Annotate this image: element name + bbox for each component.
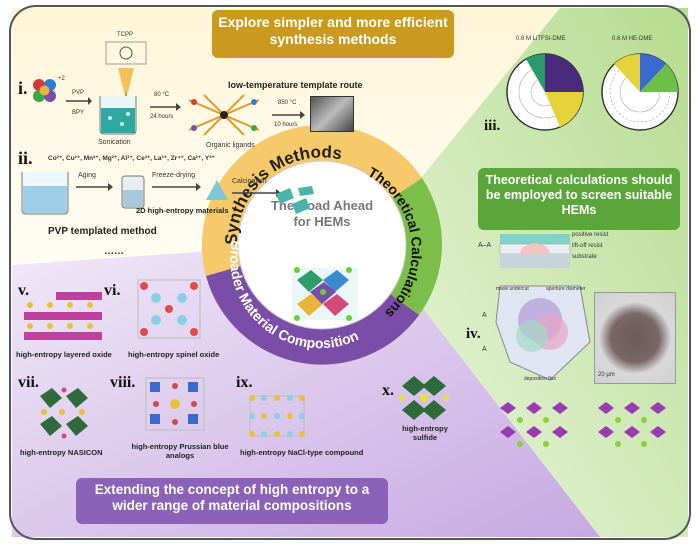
- bpy-label: BPY: [72, 110, 85, 116]
- label-vi: vi.: [104, 282, 121, 299]
- label-v: v.: [18, 282, 30, 299]
- polar-plot-litfsi: [506, 53, 584, 131]
- a1-label: A: [482, 312, 487, 319]
- temp1-label: 80 °C: [154, 92, 170, 98]
- time2-label: 10 hours: [274, 122, 298, 128]
- spinel-oxide-structure: [137, 279, 201, 339]
- route-label: low-temperature template route: [228, 80, 363, 90]
- a2-label: A: [482, 346, 487, 353]
- aging-label: Aging: [78, 172, 96, 179]
- tcpp-label: TCPP: [117, 32, 134, 38]
- label-x: x.: [382, 382, 394, 399]
- bottom-banner: Extending the concept of high entropy to…: [76, 478, 388, 524]
- microscope-image: [594, 292, 676, 384]
- label-ii: ii.: [18, 148, 33, 168]
- composition-region: [12, 240, 600, 537]
- aperture-label: aperture diameter: [546, 286, 586, 292]
- label-ix: ix.: [236, 374, 253, 391]
- sem-particle-image: [310, 96, 354, 132]
- layered-oxide-label: high-entropy layered oxide: [16, 350, 112, 359]
- ions-label: Co²⁺, Cu²⁺, Mn²⁺, Mg²⁺, Al³⁺, Ce³⁺, La³⁺…: [48, 155, 215, 162]
- top-banner: Explore simpler and more efficient synth…: [212, 10, 454, 58]
- freeze-vial: [121, 175, 145, 209]
- arrow-850c: [272, 111, 305, 119]
- arrow-freeze: [152, 183, 201, 191]
- sonication-beaker: [99, 96, 137, 135]
- theory-ring: [390, 178, 443, 315]
- calcination-label: Calcination: [232, 178, 267, 185]
- deposition-label: deposition flux: [524, 376, 556, 382]
- central-wheel: Synthesis Methods Theoretical Calculatio…: [201, 124, 443, 365]
- center-crystal-structure: [292, 267, 358, 321]
- aa-label: A–A: [478, 242, 492, 249]
- arrow-80c: [150, 103, 181, 111]
- synthesis-ring: [201, 124, 322, 277]
- mof-framework: [188, 94, 260, 136]
- pvp-label: PVP: [72, 90, 85, 96]
- scale-label: 20 μm: [598, 372, 615, 378]
- lattice-structures: [500, 402, 666, 447]
- positive-resist-label: positive resist: [572, 232, 609, 238]
- prussian-blue-structure: [145, 377, 205, 431]
- resist-cross-section: [499, 234, 571, 268]
- spinel-oxide-label: high-entropy spinel oxide: [128, 350, 220, 359]
- label-vii: vii.: [18, 374, 39, 391]
- polar-plots: [506, 53, 679, 131]
- liftoff-resist-label: lift-off resist: [572, 243, 603, 249]
- mask-label: mask undercut: [496, 286, 529, 292]
- layered-oxide-structure: [24, 292, 102, 340]
- polar2-label: 0.6 M HE-DME: [612, 36, 653, 42]
- time1-label: 24 hours: [150, 114, 174, 120]
- polar1-label: 0.6 M LiTFSI-DME: [516, 36, 566, 42]
- metal-ions-cluster: [33, 79, 56, 102]
- prussian-blue-label: high-entropy Prussian blue analogs: [131, 442, 229, 460]
- sulfide-structure: [399, 376, 449, 420]
- label-iii: iii.: [484, 118, 501, 134]
- aging-beaker: [21, 172, 69, 215]
- freeze-label: Freeze-drying: [152, 172, 196, 179]
- hem2d-label: 2D high-entropy materials: [136, 206, 229, 215]
- arrow-aging: [76, 183, 113, 191]
- label-viii: viii.: [110, 374, 136, 391]
- nacl-label: high-entropy NaCl-type compound: [240, 448, 364, 457]
- sulfide-label: high-entropy sulfide: [402, 424, 448, 442]
- substrate-label: substrate: [572, 254, 597, 260]
- nasicon-label: high-entropy NASICON: [20, 448, 103, 457]
- temp2-label: 850 °C: [278, 100, 297, 106]
- polar-plot-he: [601, 53, 679, 131]
- right-banner: Theoretical calculations should be emplo…: [478, 168, 680, 230]
- label-iv: iv.: [466, 326, 481, 342]
- nasicon-structure: [40, 387, 88, 439]
- ligands-label: Organic ligands: [206, 142, 255, 149]
- label-i: i.: [18, 78, 28, 98]
- ellipsis-label: ……: [104, 246, 124, 257]
- sonication-label: Sonication: [98, 139, 131, 146]
- synthesis-ring-upper: [322, 124, 422, 198]
- nacl-structure: [249, 395, 305, 437]
- pvp-method-label: PVP templated method: [48, 226, 157, 237]
- deposition-schematic: [495, 285, 591, 381]
- composition-ring: [206, 266, 419, 365]
- nanosheets: [276, 186, 314, 214]
- arrow-to-beaker: [66, 97, 92, 105]
- powder-pile: [206, 180, 228, 200]
